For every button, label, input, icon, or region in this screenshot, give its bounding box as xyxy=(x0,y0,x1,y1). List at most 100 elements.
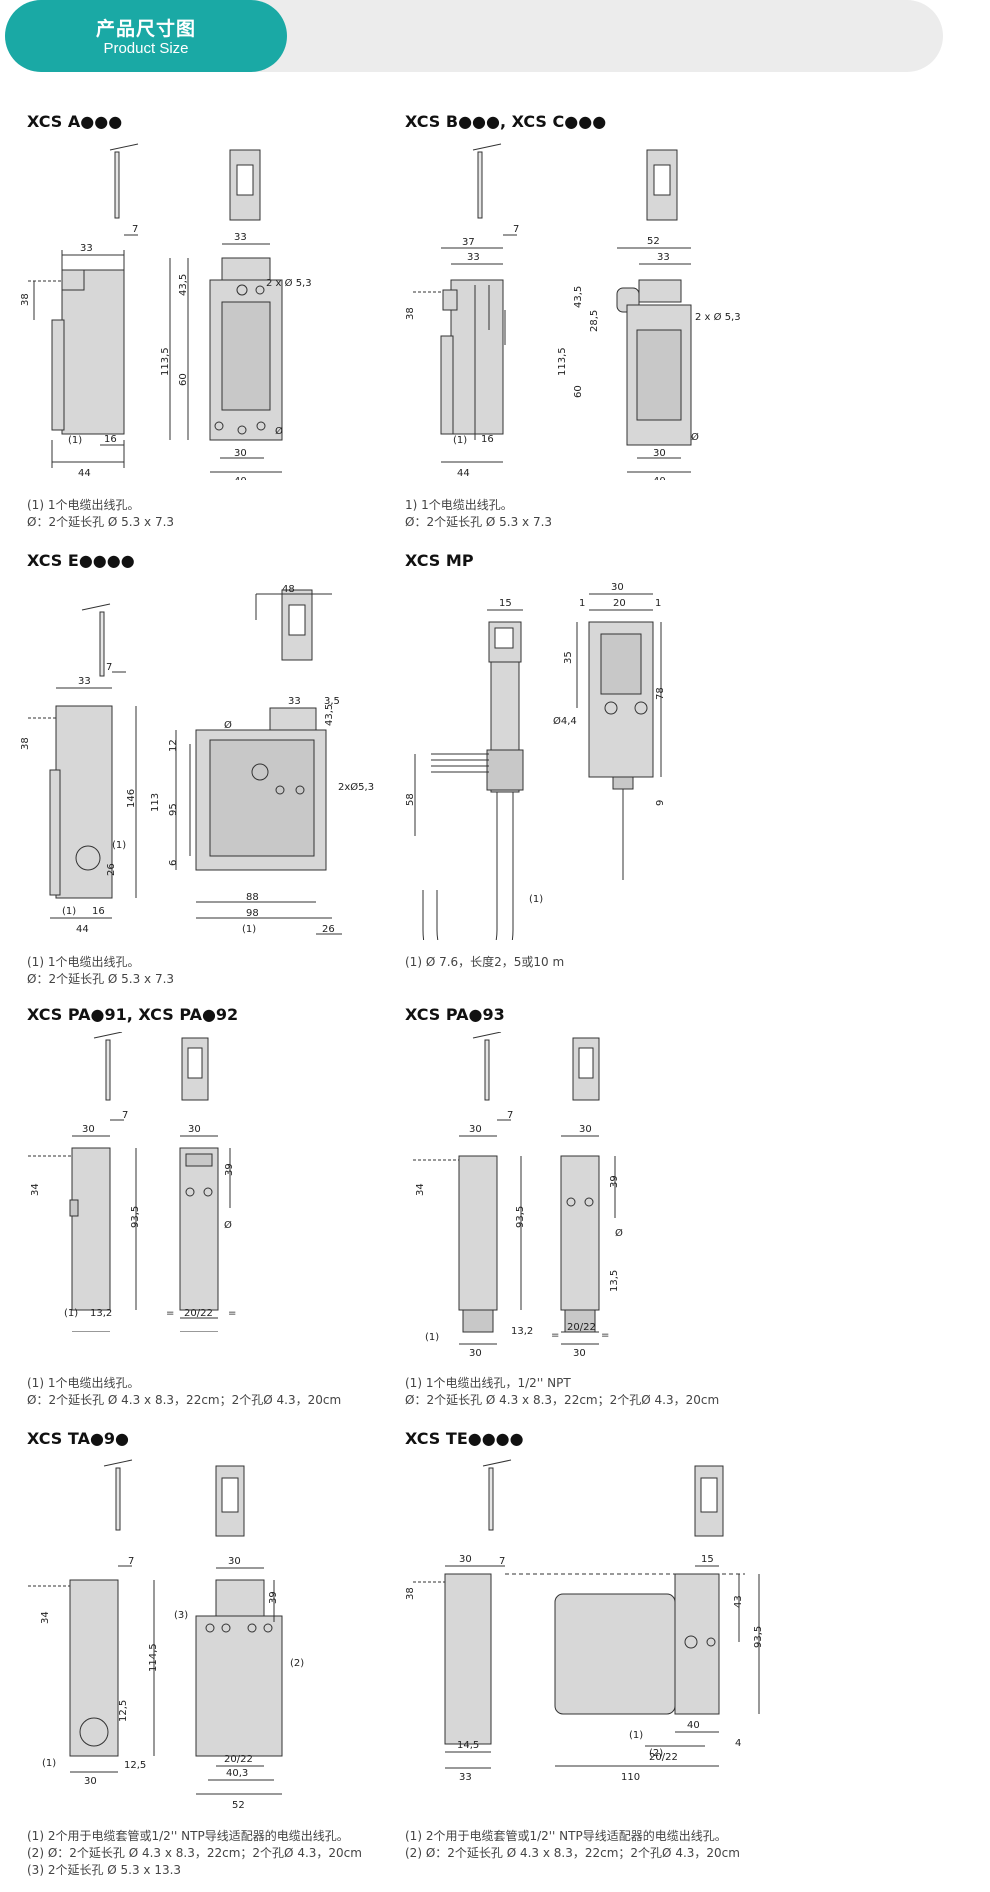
note-line: (1) 1个电缆出线孔。 xyxy=(27,498,140,512)
dimension-label: 40 xyxy=(234,476,247,480)
dimension-label: 9 xyxy=(655,800,666,806)
dimension-label: 20/22 xyxy=(649,1752,678,1763)
dimension-label: 44 xyxy=(78,468,91,479)
dimension-label: (1) xyxy=(529,894,543,905)
dimension-label: 20 xyxy=(613,598,626,609)
dimension-label: 113,5 xyxy=(557,347,568,376)
note-line: (2) Ø：2个延长孔 Ø 4.3 x 8.3，22cm；2个孔Ø 4.3，20… xyxy=(27,1846,362,1860)
dimension-label: 52 xyxy=(232,1800,245,1811)
dimension-label: 37 xyxy=(462,237,475,248)
dimension-label: 1 xyxy=(579,598,585,609)
dimension-label: 93,5 xyxy=(130,1206,141,1228)
dimension-label: 113,5 xyxy=(160,347,171,376)
dimension-label: 48 xyxy=(282,584,295,595)
dimension-label: 33 xyxy=(288,696,301,707)
note-line: Ø：2个延长孔 Ø 5.3 x 7.3 xyxy=(405,515,553,529)
dimension-label: 7 xyxy=(132,224,138,235)
dimension-label: 15 xyxy=(701,1554,714,1565)
dimension-label: (1) xyxy=(453,435,467,446)
dimension-label: 38 xyxy=(20,293,31,306)
notes-xcs-mp: (1) Ø 7.6，长度2，5或10 m xyxy=(405,954,564,971)
dimension-label: = xyxy=(166,1308,174,1319)
section-title-xcs-te: XCS TE●●●● xyxy=(405,1429,524,1448)
drawing-xcs-ta: 7 34 114,5 12,5 12,5 30 (1) 30 39 (3) (2… xyxy=(28,1459,304,1811)
header-title-en: Product Size xyxy=(103,40,189,57)
dimension-label: 34 xyxy=(415,1183,426,1196)
dimension-label: (3) xyxy=(174,1610,188,1621)
dimension-label: 30 xyxy=(573,1348,586,1359)
header-title-pill: 产品尺寸图 Product Size xyxy=(5,0,287,72)
dimension-label: 98 xyxy=(246,908,259,919)
dimension-label: 30 xyxy=(82,1124,95,1135)
dimension-label: (1) xyxy=(425,1332,439,1343)
drawing-xcs-mp: 15 58 (1) 30 1 20 1 35 78 Ø4,4 9 xyxy=(405,582,666,940)
dimension-label: 40 xyxy=(687,1720,700,1731)
dimension-label: 60 xyxy=(573,385,584,398)
dimension-label: Ø xyxy=(224,719,232,731)
dimension-label: 30 xyxy=(84,1776,97,1787)
dimension-label: 38 xyxy=(405,1587,416,1600)
dimension-label: 146 xyxy=(126,789,137,808)
dimension-label: 39 xyxy=(224,1163,235,1176)
dimension-label: 20/22 xyxy=(184,1308,213,1319)
dimension-label: 30 xyxy=(579,1124,592,1135)
dimension-label: = xyxy=(228,1308,236,1319)
dimension-label: (1) xyxy=(242,924,256,935)
dimension-label: 13,2 xyxy=(511,1326,533,1337)
note-line: (3) 2个延长孔 Ø 5.3 x 13.3 xyxy=(27,1863,182,1877)
dimension-label: (1) xyxy=(62,906,76,917)
dimension-label: 26 xyxy=(106,863,117,876)
notes-xcs-pa92: (1) 1个电缆出线孔。 Ø：2个延长孔 Ø 4.3 x 8.3，22cm；2个… xyxy=(27,1375,341,1409)
drawing-xcs-a: 7 33 38 44 16 (1) 33 43,5 113,5 60 2 x Ø… xyxy=(20,143,312,480)
dimension-label: 34 xyxy=(30,1183,41,1196)
dimension-label: 30 xyxy=(611,582,624,593)
notes-xcs-te: (1) 2个用于电缆套管或1/2'' NTP导线适配器的电缆出线孔。 (2) Ø… xyxy=(405,1828,740,1862)
note-line: (1) 2个用于电缆套管或1/2'' NTP导线适配器的电缆出线孔。 xyxy=(405,1829,727,1843)
dimension-label: 40,3 xyxy=(226,1768,248,1779)
dimension-label: 38 xyxy=(405,307,416,320)
dimension-label: 114,5 xyxy=(148,1643,159,1672)
note-line: (1) 1个电缆出线孔。 xyxy=(27,1376,140,1390)
dimension-label: Ø xyxy=(615,1227,623,1239)
dimension-label: 12,5 xyxy=(118,1700,129,1722)
dimension-label: 110 xyxy=(621,1772,640,1783)
drawing-xcs-pa92: 7 30 34 93,5 (1) 13,2 30 30 39 Ø 20/22 3… xyxy=(28,1032,236,1332)
section-title-xcs-a: XCS A●●● xyxy=(27,112,123,131)
dimension-label: 20/22 xyxy=(224,1754,253,1765)
dimension-label: (2) xyxy=(649,1748,663,1759)
dimension-label: 60 xyxy=(178,373,189,386)
dimension-label: 33 xyxy=(78,676,91,687)
note-line: Ø：2个延长孔 Ø 5.3 x 7.3 xyxy=(27,515,175,529)
drawing-xcs-b-c: 7 37 33 38 44 16 (1) 52 33 43,5 28,5 113… xyxy=(405,143,741,480)
drawing-xcs-e: 7 33 38 146 26 44 16 (1) (1) 48 33 3,5 4… xyxy=(20,584,374,935)
dimension-label: 3,5 xyxy=(324,696,340,707)
dimension-label: 44 xyxy=(76,924,89,935)
dimension-label: 93,5 xyxy=(515,1206,526,1228)
dimension-label: 1 xyxy=(655,598,661,609)
dimension-label: 30 xyxy=(459,1554,472,1565)
dimension-label: 33 xyxy=(80,243,93,254)
dimension-label: 13,2 xyxy=(90,1308,112,1319)
dimension-label: 16 xyxy=(104,434,117,445)
drawing-xcs-te: 7 30 38 14,5 33 15 43 93,5 (1) (2) 40 20… xyxy=(405,1459,764,1783)
dimension-label: (2) xyxy=(290,1658,304,1669)
dimension-label: 7 xyxy=(128,1556,134,1567)
dimension-label: (1) xyxy=(629,1730,643,1741)
dimension-label: (1) xyxy=(42,1758,56,1769)
dimension-label: 20/22 xyxy=(567,1322,596,1333)
dimension-label: 15 xyxy=(499,598,512,609)
dimension-label: 33 xyxy=(234,232,247,243)
dimension-label: Ø4,4 xyxy=(553,715,577,727)
notes-xcs-e: (1) 1个电缆出线孔。 Ø：2个延长孔 Ø 5.3 x 7.3 xyxy=(27,954,174,988)
note-line: (1) 1个电缆出线孔。 xyxy=(27,955,140,969)
section-title-xcs-b-c: XCS B●●●, XCS C●●● xyxy=(405,112,607,131)
dimension-label: 58 xyxy=(405,793,416,806)
dimension-label: 93,5 xyxy=(753,1626,764,1648)
note-line: Ø：2个延长孔 Ø 5.3 x 7.3 xyxy=(27,972,175,986)
dimension-label: 33 xyxy=(657,252,670,263)
dimension-label: Ø xyxy=(691,431,699,443)
dimension-label: = xyxy=(601,1330,609,1341)
dimension-label: 26 xyxy=(322,924,335,935)
dimension-label: 33 xyxy=(459,1772,472,1783)
section-title-xcs-ta: XCS TA●9● xyxy=(27,1429,130,1448)
